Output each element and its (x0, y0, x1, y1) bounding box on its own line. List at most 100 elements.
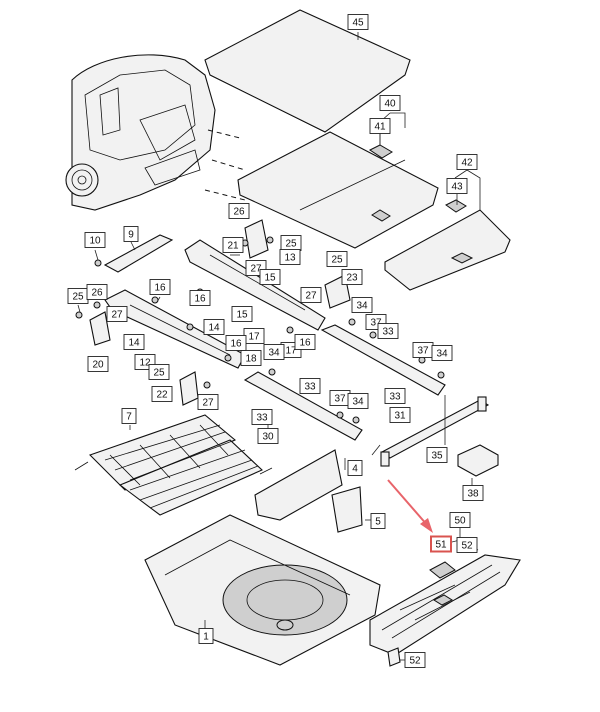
callout-51-c51: 51 (430, 535, 452, 553)
part-21-bracket (244, 219, 269, 259)
callout-34-c34b: 34 (263, 344, 285, 360)
callout-number: 33 (304, 382, 316, 393)
callout-30-c30: 30 (257, 428, 279, 444)
dashed-link-3 (204, 189, 246, 201)
dashed-link-1 (207, 129, 241, 139)
part-5-pocket (331, 486, 363, 533)
callout-number: 51 (435, 540, 447, 551)
callout-box (123, 226, 139, 242)
callout-number: 10 (89, 236, 101, 247)
part-41-handle (369, 144, 393, 159)
callout-number: 16 (299, 338, 311, 349)
callout-number: 33 (256, 413, 268, 424)
callout-number: 37 (370, 318, 382, 329)
callout-number: 25 (153, 368, 165, 379)
callout-number: 27 (202, 398, 214, 409)
callout-box (86, 284, 108, 300)
callout-number: 52 (461, 541, 473, 552)
callout-27-c27c: 27 (300, 287, 322, 303)
callout-34-c34a: 34 (351, 297, 373, 313)
callout-16-c16a: 16 (149, 279, 171, 295)
callout-box (189, 290, 211, 306)
callout-26-c26a: 26 (228, 203, 250, 219)
part-31-rail (320, 324, 446, 396)
callout-number: 34 (268, 348, 280, 359)
callout-box (446, 178, 468, 194)
callout-17-c17a: 17 (243, 328, 265, 344)
callout-number: 17 (248, 332, 260, 343)
part-50-sill-plate (369, 554, 521, 667)
callout-box (299, 378, 321, 394)
callout-box (106, 306, 128, 322)
callout-box (203, 319, 225, 335)
callout-52-c52a: 52 (456, 537, 478, 553)
callout-26-c26b: 26 (86, 284, 108, 300)
callout-number: 12 (139, 358, 151, 369)
callout-box (84, 232, 106, 248)
callout-33-c33b: 33 (299, 378, 321, 394)
part-4-side-trim (254, 449, 343, 521)
callout-number: 16 (230, 339, 242, 350)
callout-number: 5 (375, 517, 381, 528)
callout-number: 4 (352, 464, 358, 475)
callout-number: 9 (128, 230, 134, 241)
callout-37-c37b: 37 (412, 342, 434, 358)
callout-number: 27 (111, 310, 123, 321)
part-51-clip (429, 561, 456, 579)
callout-number: 40 (384, 99, 396, 110)
callout-number: 30 (262, 432, 274, 443)
callout-40-c40: 40 (379, 95, 401, 111)
callout-15-c15b: 15 (231, 306, 253, 322)
callout-16-c16d: 16 (294, 334, 316, 350)
callout-number: 15 (236, 310, 248, 321)
callout-box (456, 154, 478, 170)
callout-4-c4: 4 (347, 460, 363, 476)
callout-23-c23: 23 (341, 269, 363, 285)
callout-15-c15a: 15 (259, 269, 281, 285)
dashed-link-2 (211, 159, 246, 171)
callout-number: 45 (352, 18, 364, 29)
callout-number: 50 (454, 516, 466, 527)
callout-number: 14 (208, 323, 220, 334)
callout-number: 37 (417, 346, 429, 357)
part-22-clip (179, 371, 199, 406)
callout-box (263, 344, 285, 360)
callout-box (456, 537, 478, 553)
callout-21-c21: 21 (222, 237, 244, 253)
callout-41-c41: 41 (369, 118, 391, 134)
highlight-arrow (387, 479, 433, 533)
callout-box (87, 356, 109, 372)
part-40-floor-panel (237, 131, 439, 249)
callout-box (351, 297, 373, 313)
callout-number: 34 (356, 301, 368, 312)
callout-box (225, 335, 247, 351)
part-7-cargo-net (74, 414, 273, 516)
callout-number: 27 (250, 264, 262, 275)
callout-box (384, 388, 406, 404)
part-30-rail (243, 371, 363, 441)
callout-33-c33c: 33 (384, 388, 406, 404)
callout-37-c37c: 37 (329, 390, 351, 406)
callout-box (240, 350, 262, 366)
callout-box (341, 269, 363, 285)
part-43-handle (445, 199, 467, 213)
callout-25-c25a: 25 (280, 235, 302, 251)
callout-box (449, 512, 471, 528)
callout-box (370, 513, 386, 529)
callout-box (326, 251, 348, 267)
callout-box (462, 485, 484, 501)
callout-34-c34d: 34 (347, 393, 369, 409)
callout-number: 25 (285, 239, 297, 250)
callout-34-c34c: 34 (431, 345, 453, 361)
callout-number: 21 (227, 241, 239, 252)
callout-number: 27 (305, 291, 317, 302)
callout-number: 18 (245, 354, 257, 365)
callout-number: 38 (467, 489, 479, 500)
callout-5-c5: 5 (370, 513, 386, 529)
callout-31-c31: 31 (389, 407, 411, 423)
callout-25-c25d: 25 (148, 364, 170, 380)
callout-10-c10: 10 (84, 232, 106, 248)
callout-number: 26 (233, 207, 245, 218)
callout-box (259, 269, 281, 285)
